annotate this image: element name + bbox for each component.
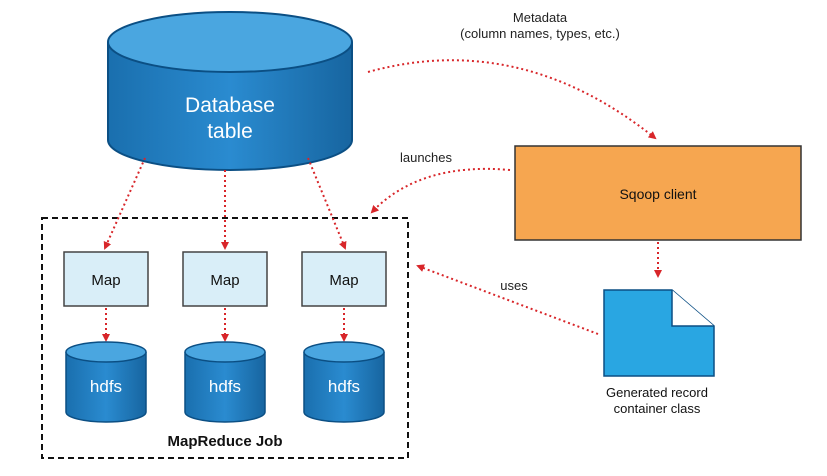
generated-class-label-line1: Generated record — [606, 385, 708, 400]
map-label-3: Map — [329, 272, 358, 289]
map-label-2: Map — [210, 272, 239, 289]
uses-arrow — [416, 264, 599, 335]
mapreduce-job-container — [41, 217, 409, 459]
database-table-cylinder: Database table — [107, 11, 353, 171]
map-box-3: Map — [301, 251, 387, 307]
map-label-1: Map — [91, 272, 120, 289]
hdfs-cylinder-1: hdfs — [65, 341, 147, 423]
document-icon — [603, 289, 715, 377]
hdfs-cylinder-2: hdfs — [184, 341, 266, 423]
map-box-1: Map — [63, 251, 149, 307]
sqoop-client-label: Sqoop client — [619, 186, 696, 202]
hdfs-label-3: hdfs — [328, 377, 360, 396]
db-to-map-arrow-1 — [103, 157, 146, 250]
hdfs-cylinder-3: hdfs — [303, 341, 385, 423]
database-label-line1: Database — [185, 94, 275, 117]
generated-class-label-line2: container class — [614, 401, 701, 416]
mapreduce-job-label: MapReduce Job — [167, 433, 282, 450]
launches-arrow — [370, 167, 511, 214]
sqoop-client-box: Sqoop client — [514, 145, 802, 241]
metadata-label-line2: (column names, types, etc.) — [460, 26, 620, 41]
metadata-arrow — [367, 59, 657, 140]
uses-label: uses — [500, 278, 528, 293]
hdfs-label-1: hdfs — [90, 377, 122, 396]
map-box-2: Map — [182, 251, 268, 307]
launches-label: launches — [400, 150, 453, 165]
db-to-map-arrow-3 — [307, 157, 347, 250]
metadata-label-line1: Metadata — [513, 10, 568, 25]
database-label-line2: table — [207, 120, 253, 143]
hdfs-label-2: hdfs — [209, 377, 241, 396]
